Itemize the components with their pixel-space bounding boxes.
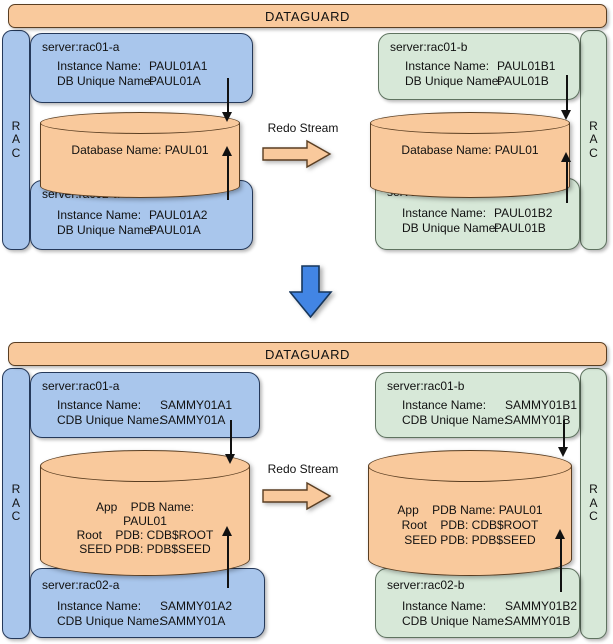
server-title: server:rac01-b: [390, 40, 468, 54]
dataguard-header: DATAGUARD: [8, 342, 607, 366]
seed-pdb-label: SEED PDB: PDB$SEED: [404, 533, 536, 547]
rac-bar-primary: R A C: [2, 368, 30, 639]
transition-down-arrow-icon: [289, 265, 333, 319]
redo-stream-arrow-icon: [262, 139, 332, 169]
pdb-name-label: App PDB Name:: [95, 500, 195, 514]
cdb-cylinder-standby: App PDB Name: PAUL01 Root PDB: CDB$ROOT …: [368, 450, 572, 576]
server-row: CDB Unique Name: SAMMY01B: [402, 613, 571, 628]
connector-line: [227, 535, 229, 588]
dataguard-header: DATAGUARD: [8, 4, 607, 28]
pdb-name-value: PAUL01: [123, 514, 167, 528]
server-box-rac01-b: server:rac01-b Instance Name: SAMMY01B1 …: [375, 372, 580, 438]
server-row: Instance Name: PAUL01A1: [57, 59, 208, 73]
server-row: DB Unique Name: PAUL01A: [57, 73, 201, 88]
server-title: server:rac02-b: [387, 578, 465, 592]
rac-bar-primary-label: R A C: [11, 482, 21, 524]
rac-bar-primary-label: R A C: [11, 118, 21, 160]
server-row: CDB Unique Name: SAMMY01A: [57, 412, 226, 427]
server-row: DB Unique Name: PAUL01B: [402, 220, 546, 235]
redo-stream-label: Redo Stream: [267, 462, 339, 476]
server-title: server:rac02-a: [42, 578, 120, 592]
redo-stream-label: Redo Stream: [267, 121, 339, 135]
server-title: server:rac01-b: [387, 379, 465, 393]
rac-bar-standby: R A C: [580, 30, 607, 250]
server-row: Instance Name: PAUL01B2: [402, 206, 553, 220]
connector-line: [566, 161, 568, 203]
server-row: DB Unique Name: PAUL01B: [405, 73, 549, 88]
server-row: Instance Name: SAMMY01A2: [57, 599, 233, 613]
database-name-label: Database Name: PAUL01: [401, 143, 539, 157]
server-row: DB Unique Name: PAUL01A: [57, 222, 201, 237]
server-box-rac02-a: server:rac02-a Instance Name: SAMMY01A2 …: [30, 568, 265, 638]
server-row: Instance Name: SAMMY01B2: [402, 599, 578, 613]
server-box-rac01-a: server:rac01-a Instance Name: SAMMY01A1 …: [30, 372, 260, 438]
database-cylinder-primary: Database Name: PAUL01: [40, 112, 240, 198]
connector-line: [227, 78, 229, 112]
server-row: CDB Unique Name: SAMMY01A: [57, 613, 226, 628]
server-row: Instance Name: SAMMY01A1: [57, 398, 233, 412]
connector-line: [560, 538, 562, 592]
connector-arrowhead-down: [561, 110, 571, 120]
rac-bar-primary: R A C: [2, 30, 30, 250]
rac-bar-standby-label: R A C: [589, 118, 598, 160]
connector-arrowhead-down: [558, 447, 568, 457]
connector-line: [563, 420, 565, 447]
connector-arrowhead-up: [222, 146, 232, 156]
connector-line: [566, 75, 568, 110]
connector-line: [230, 420, 232, 454]
server-title: server:rac01-a: [42, 40, 120, 54]
connector-arrowhead-up: [222, 526, 232, 536]
dataguard-header-label: DATAGUARD: [264, 346, 351, 362]
connector-arrowhead-up: [555, 529, 565, 539]
cdb-cylinder-primary: App PDB Name: PAUL01 Root PDB: CDB$ROOT …: [40, 450, 250, 576]
server-row: Instance Name: SAMMY01B1: [402, 398, 578, 412]
server-row: Instance Name: PAUL01A2: [57, 208, 208, 222]
rac-bar-standby-label: R A C: [589, 482, 598, 524]
server-box-rac01-a: server:rac01-a Instance Name: PAUL01A1 D…: [30, 33, 253, 103]
root-pdb-label: Root PDB: CDB$ROOT: [76, 528, 214, 542]
server-box-rac02-b: server:rac02-b Instance Name: SAMMY01B2 …: [375, 568, 580, 638]
redo-stream-arrow-icon: [262, 481, 332, 511]
server-row: Instance Name: PAUL01B1: [405, 59, 556, 73]
server-row: CDB Unique Name: SAMMY01B: [402, 412, 571, 427]
pdb-name-label: App PDB Name: PAUL01: [397, 503, 543, 517]
seed-pdb-label: SEED PDB: PDB$SEED: [79, 542, 211, 556]
rac-bar-standby: R A C: [580, 368, 607, 639]
root-pdb-label: Root PDB: CDB$ROOT: [401, 518, 539, 532]
server-box-rac01-b: server:rac01-b Instance Name: PAUL01B1 D…: [378, 33, 580, 100]
connector-arrowhead-down: [222, 112, 232, 122]
connector-arrowhead-down: [225, 454, 235, 464]
connector-arrowhead-up: [561, 152, 571, 162]
database-name-label: Database Name: PAUL01: [71, 143, 209, 157]
dataguard-header-label: DATAGUARD: [264, 8, 351, 24]
connector-line: [227, 155, 229, 200]
server-title: server:rac01-a: [42, 379, 120, 393]
database-cylinder-standby: Database Name: PAUL01: [370, 112, 570, 198]
